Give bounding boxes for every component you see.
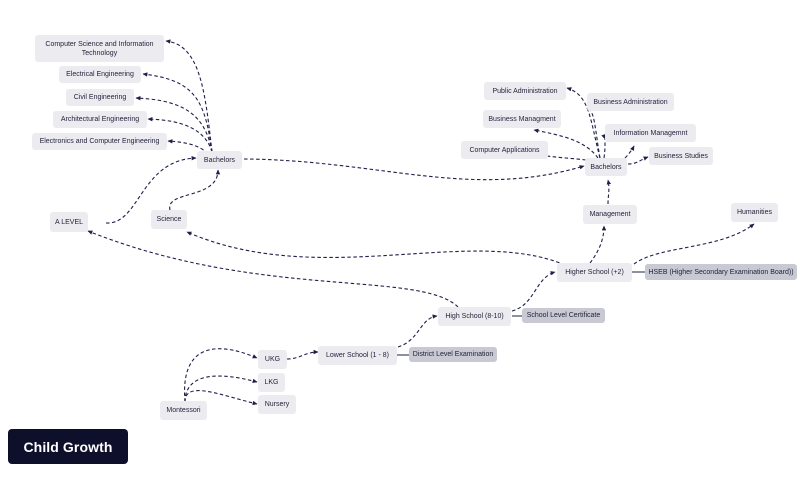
label-school-level-certificate[interactable]: School Level Certificate (522, 308, 605, 323)
map-title-badge[interactable]: Child Growth (8, 429, 128, 464)
edge-bachm-busmgmt (533, 128, 599, 159)
label-hseb[interactable]: HSEB (Higher Secondary Examination Board… (645, 264, 797, 280)
edge-bach-civil (135, 96, 213, 153)
edge-bachm-busstudies (627, 156, 649, 165)
edge-higher-humanities (633, 223, 755, 265)
edge-montessori-ukg (184, 348, 258, 403)
edge-bachm-infomgmt2 (624, 145, 635, 159)
node-information-managemnt[interactable]: Information Managemnt (605, 124, 696, 142)
node-management[interactable]: Management (583, 205, 637, 224)
node-nursery[interactable]: Nursery (258, 395, 296, 414)
node-business-administration[interactable]: Business Administration (587, 93, 674, 111)
edge-high-higher (511, 271, 556, 312)
node-computer-applications[interactable]: Computer Applications (461, 141, 548, 159)
node-high-school[interactable]: High School (8-10) (438, 307, 511, 326)
edge-higher-science (186, 231, 566, 266)
edge-alevel-bachelors (105, 155, 197, 224)
node-business-managment[interactable]: Business Managment (483, 110, 561, 128)
edge-science-bachelors (169, 169, 221, 211)
node-montessori[interactable]: Montessori (160, 401, 207, 420)
edge-bach-csit (165, 39, 213, 153)
edge-bachm-public (566, 87, 601, 159)
edge-management-bachelors (606, 179, 612, 205)
node-business-studies[interactable]: Business Studies (649, 147, 713, 165)
node-bachelors-management[interactable]: Bachelors (585, 158, 627, 176)
node-science[interactable]: Science (151, 210, 187, 229)
node-lkg[interactable]: LKG (258, 373, 285, 392)
edge-lower-high (397, 314, 438, 348)
node-public-administration[interactable]: Public Administration (484, 82, 566, 100)
node-a-level[interactable]: A LEVEL (50, 212, 88, 232)
node-architectural-engineering[interactable]: Architectural Engineering (53, 111, 147, 128)
label-district-level-examination[interactable]: District Level Examination (409, 347, 497, 362)
edge-bach-bach (243, 158, 585, 181)
edge-montessori-nursery (184, 390, 258, 406)
node-lower-school[interactable]: Lower School (1 - 8) (318, 346, 397, 365)
node-electronics-computer-engineering[interactable]: Electronics and Computer Engineering (32, 133, 167, 150)
node-bachelors-science[interactable]: Bachelors (197, 151, 242, 169)
edge-montessori-lkg (184, 375, 258, 403)
edge-bach-architectural (147, 116, 213, 153)
node-cs-it[interactable]: Computer Science and Information Technol… (35, 35, 164, 62)
edge-high-alevel (87, 230, 459, 308)
node-electrical-engineering[interactable]: Electrical Engineering (59, 66, 141, 83)
node-civil-engineering[interactable]: Civil Engineering (66, 89, 134, 106)
edge-bachm-info (601, 133, 607, 159)
edge-ukg-lower (286, 349, 319, 360)
edge-higher-management (589, 225, 607, 264)
node-ukg[interactable]: UKG (258, 350, 287, 369)
node-higher-school[interactable]: Higher School (+2) (557, 263, 632, 282)
node-humanities[interactable]: Humanities (731, 203, 778, 222)
